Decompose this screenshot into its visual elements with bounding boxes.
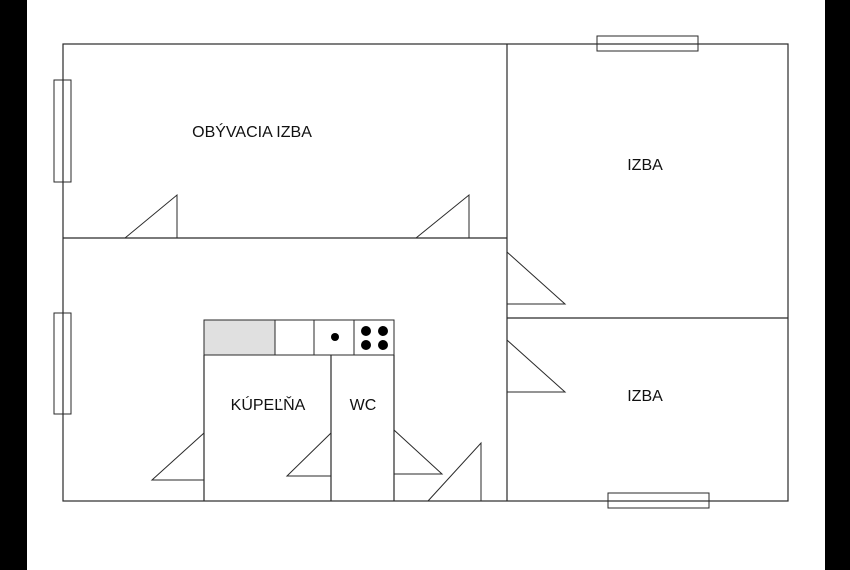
door-entrance [427,441,482,502]
page-background [27,0,825,570]
kitchen-stove [353,319,395,356]
window-bottom-right [607,492,710,509]
window-left-bottom [53,312,72,415]
door-wc-left [285,432,332,477]
stove-burner-3 [361,340,371,350]
door-wc-right [393,429,444,475]
window-left-top [53,79,72,183]
dishwasher-knob [331,333,339,341]
label-living-room: OBÝVACIA IZBA [192,122,312,141]
door-living-room-right [415,193,470,239]
kitchen-sink [203,319,276,356]
outer-walls [62,43,789,502]
label-room-top-right: IZBA [627,157,663,174]
stove-burner-4 [378,340,388,350]
label-bathroom: KÚPEĽŇA [231,395,306,414]
label-wc: WC [350,397,377,414]
door-room-top-right [506,251,567,305]
door-room-bottom-right [506,339,567,393]
stove-burner-2 [378,326,388,336]
window-top-right [596,35,699,52]
stove-burner-1 [361,326,371,336]
label-room-bottom-right: IZBA [627,388,663,405]
door-bathroom [150,432,205,481]
door-living-room-left [124,193,178,239]
